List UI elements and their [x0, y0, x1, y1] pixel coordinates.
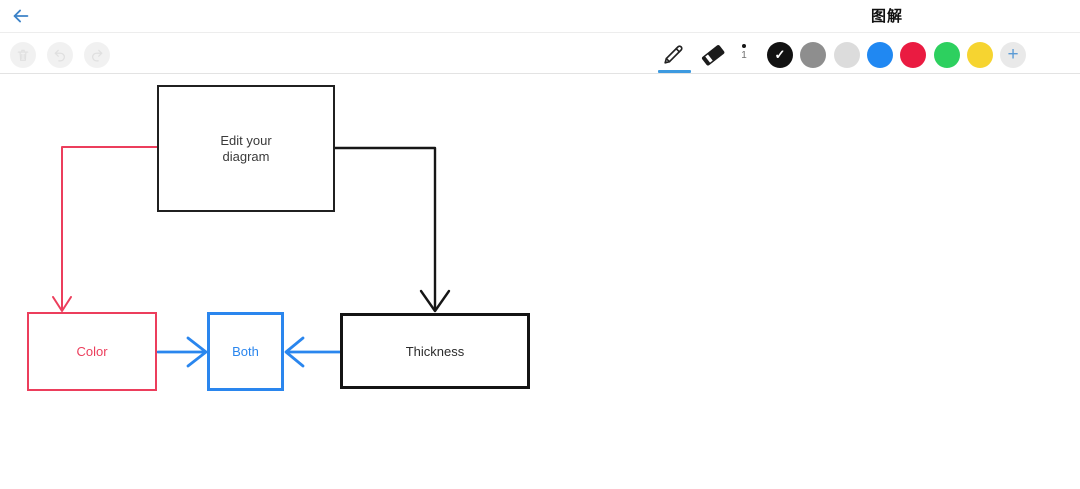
stroke-dot-icon	[742, 44, 746, 48]
delete-button[interactable]	[10, 42, 36, 68]
check-icon: ✓	[774, 47, 786, 62]
stroke-size-selector[interactable]: 1	[736, 41, 752, 69]
redo-button[interactable]	[84, 42, 110, 68]
node-label: Edit your diagram	[220, 132, 272, 164]
title-bar: 图解	[0, 0, 1080, 33]
color-swatch-light-gray[interactable]	[834, 42, 860, 68]
pencil-tool-button[interactable]	[656, 39, 690, 69]
stroke-size-value: 1	[741, 50, 747, 61]
edge-color-to-both	[156, 336, 208, 368]
eraser-tool-button[interactable]	[696, 39, 730, 69]
selected-tool-underline	[658, 70, 691, 73]
color-swatch-black[interactable]: ✓	[767, 42, 793, 68]
color-swatch-gray[interactable]	[800, 42, 826, 68]
page-title: 图解	[870, 8, 903, 25]
edge-edit-to-thickness	[333, 146, 451, 313]
node-color[interactable]: Color	[27, 312, 157, 391]
plus-icon: +	[1007, 43, 1019, 65]
node-label: Thickness	[405, 343, 465, 359]
edge-thickness-to-both	[284, 336, 342, 368]
color-swatch-yellow[interactable]	[967, 42, 993, 68]
node-both[interactable]: Both	[207, 312, 284, 391]
edge-edit-to-color	[52, 146, 158, 312]
back-button[interactable]	[9, 5, 33, 29]
trash-icon	[17, 49, 29, 61]
color-swatch-blue[interactable]	[867, 42, 893, 68]
arrow-left-icon	[13, 9, 29, 23]
node-label: Both	[232, 344, 259, 359]
drawing-canvas[interactable]: Edit your diagram Color Both Thickness	[0, 75, 1080, 489]
redo-icon	[91, 49, 103, 62]
custom-color-button[interactable]: +	[1000, 42, 1026, 68]
node-edit-your-diagram[interactable]: Edit your diagram	[157, 85, 335, 212]
toolbar: 1 ✓ +	[0, 34, 1080, 74]
color-swatch-red[interactable]	[900, 42, 926, 68]
undo-icon	[54, 49, 66, 62]
pencil-icon	[663, 44, 683, 64]
node-thickness[interactable]: Thickness	[340, 313, 530, 389]
node-label: Color	[76, 344, 108, 359]
undo-button[interactable]	[47, 42, 73, 68]
eraser-icon	[701, 45, 725, 66]
color-swatch-green[interactable]	[934, 42, 960, 68]
